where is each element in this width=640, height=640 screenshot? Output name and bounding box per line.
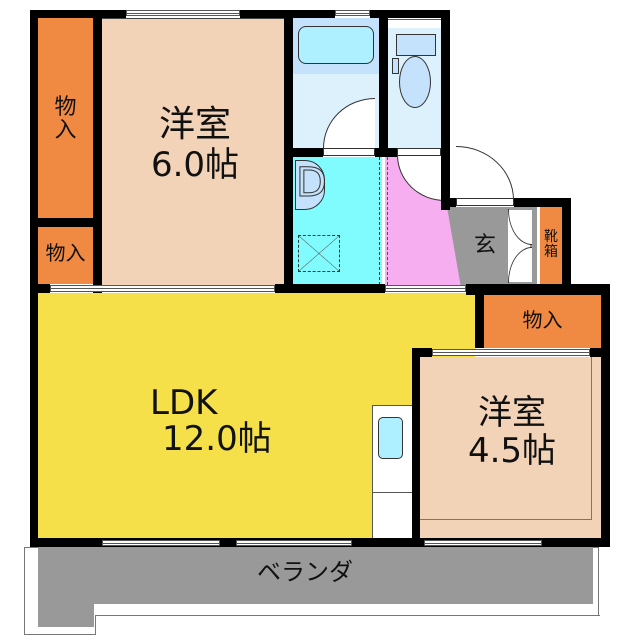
washing-machine-area (298, 235, 340, 272)
kitchen-sink-icon (378, 417, 403, 459)
hall-dotline (387, 157, 388, 285)
toilet-top-line (388, 19, 441, 20)
washroom-dotline (379, 157, 380, 285)
wall (293, 148, 323, 157)
wall (514, 198, 571, 207)
sliding-door-room6-ldk[interactable] (50, 285, 275, 292)
window-ldk-bottom-1[interactable] (102, 540, 220, 546)
wall (441, 198, 456, 207)
western-room-4-5-size: 4.5帖 (467, 431, 557, 471)
wall (93, 18, 102, 293)
veranda-notch-line-b (24, 634, 96, 635)
closet-2-label: 物入 (45, 241, 86, 265)
wall (590, 348, 610, 357)
veranda-notch-cover (96, 616, 606, 640)
western-room-6[interactable] (102, 18, 284, 286)
western-room-4-5-inner-line (420, 357, 592, 520)
veranda-lower (38, 603, 94, 627)
toilet-tank (396, 34, 436, 56)
window-room45-bottom[interactable] (424, 540, 542, 546)
closet-1-label: 物 入 (54, 95, 77, 144)
western-room-4-5-name: 洋室 (478, 393, 546, 433)
washroom-label: D (296, 160, 328, 206)
shoe-box[interactable] (540, 207, 562, 285)
closet-3[interactable] (484, 295, 601, 348)
wall (466, 284, 610, 295)
western-room-6-size: 6.0帖 (150, 145, 240, 185)
wall (441, 10, 450, 210)
toilet-door-sill (397, 148, 441, 156)
wall (30, 10, 38, 547)
wall (30, 284, 50, 293)
wall (475, 284, 484, 348)
closet-3-label: 物入 (522, 308, 563, 332)
wall (601, 284, 610, 547)
wall (562, 198, 571, 293)
wall (275, 284, 385, 293)
western-room-6-name: 洋室 (158, 104, 231, 145)
toilet-bowl-icon (399, 56, 431, 108)
bathtub (298, 26, 374, 64)
veranda[interactable] (38, 547, 593, 604)
window-bath-top[interactable] (335, 10, 370, 16)
wall (379, 10, 388, 157)
wall (412, 348, 420, 547)
window-ldk-bottom-2[interactable] (236, 540, 352, 546)
wall (30, 10, 126, 18)
wall (284, 10, 293, 293)
veranda-label: ベランダ (257, 558, 353, 586)
veranda-notch-line-h (96, 615, 600, 616)
stove-divider (372, 492, 412, 493)
entrance-door[interactable] (456, 146, 514, 200)
sliding-door-hall-ldk[interactable] (385, 285, 466, 292)
closet-1[interactable] (38, 18, 93, 218)
window-room6-top[interactable] (126, 10, 240, 16)
shoe-box-label: 靴 箱 (544, 229, 558, 260)
washbasin-icon (295, 160, 325, 210)
toilet-paper-icon (392, 58, 399, 74)
closet-2[interactable] (38, 227, 93, 284)
entrance-door-sill (456, 198, 514, 206)
ldk-name: LDK (150, 383, 218, 423)
veranda-notch-line-v (95, 615, 96, 635)
wall (375, 148, 397, 157)
wall (370, 10, 450, 18)
closet3-sliding-door[interactable] (432, 349, 590, 356)
wall (38, 218, 93, 227)
ldk-size: 12.0帖 (162, 419, 272, 459)
bath-door-sill (323, 148, 375, 156)
western-room-4-5[interactable] (420, 357, 601, 538)
entrance-label: 玄 (473, 233, 496, 258)
ldk-right-ext (408, 293, 475, 348)
wall (412, 348, 432, 357)
